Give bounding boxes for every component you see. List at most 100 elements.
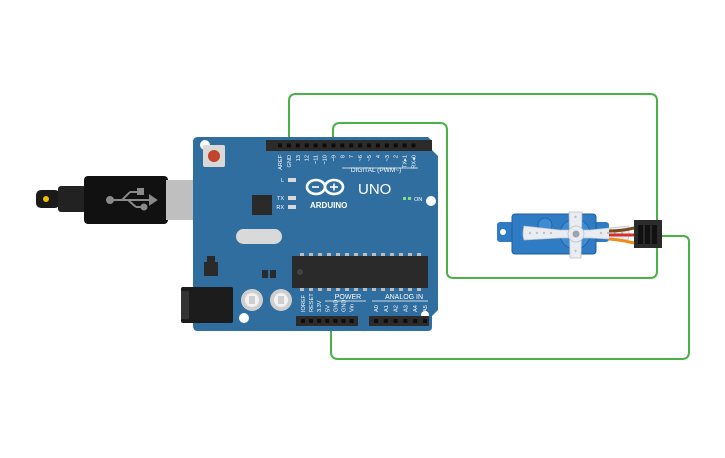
usb-symbol-icon — [106, 188, 158, 211]
header-pin-hole[interactable] — [358, 143, 363, 148]
pin-label: A1 — [384, 305, 390, 312]
chip-pin — [372, 288, 376, 291]
chip-pin — [408, 253, 412, 256]
pin-label: TX▸1 — [403, 155, 409, 168]
chip-pin — [354, 288, 358, 291]
chip-pin — [300, 253, 304, 256]
header-pin-hole[interactable] — [375, 143, 380, 148]
pin-label: 7 — [349, 155, 355, 158]
header-pin-hole[interactable] — [367, 143, 371, 148]
power-header-pins — [301, 319, 354, 323]
pin-label: GND — [333, 300, 339, 312]
header-pin-hole[interactable] — [393, 143, 398, 148]
pin-label: ~5 — [367, 155, 373, 161]
servo-connector-pin — [638, 225, 643, 244]
header-pin-hole[interactable] — [349, 143, 354, 148]
header-pin-hole[interactable] — [393, 319, 398, 323]
pin-label: GND — [342, 300, 348, 312]
chip-pin — [381, 288, 385, 291]
pin-label: RESET — [309, 293, 315, 312]
chip-pin — [309, 288, 313, 291]
pin-label: A3 — [403, 305, 409, 312]
chip-pin — [345, 253, 349, 256]
header-pin-hole[interactable] — [309, 319, 314, 323]
header-pin-hole[interactable] — [383, 319, 388, 323]
led-tx-label: TX — [277, 196, 284, 202]
header-pin-hole[interactable] — [286, 143, 291, 148]
header-pin-hole[interactable] — [349, 319, 354, 323]
mounting-hole — [426, 196, 436, 206]
header-pin-hole[interactable] — [333, 319, 338, 323]
pin-label: A5 — [423, 305, 429, 312]
pin-label: RX◂0 — [412, 155, 418, 169]
usb-interface-chip — [252, 195, 272, 215]
chip-pin — [345, 288, 349, 291]
dc-power-jack[interactable] — [181, 287, 233, 323]
arduino-logo-icon — [305, 178, 345, 196]
header-pin-hole[interactable] — [374, 319, 378, 323]
header-pin-hole[interactable] — [313, 143, 318, 148]
board-model: UNO — [358, 181, 391, 198]
pin-label: 2 — [394, 155, 400, 158]
voltage-regulator — [204, 262, 218, 276]
led-l-label: L — [281, 178, 284, 184]
capacitor — [270, 289, 292, 311]
chip-pin — [372, 253, 376, 256]
reset-button-cap[interactable] — [208, 150, 220, 162]
pin-label: ~11 — [314, 155, 320, 164]
pin-label: ~6 — [358, 155, 364, 161]
chip-pin — [327, 288, 331, 291]
header-pin-hole[interactable] — [423, 319, 427, 323]
header-pin-hole[interactable] — [403, 319, 408, 323]
dc-jack-front — [181, 291, 189, 319]
mounting-hole — [239, 313, 249, 323]
header-pin-hole[interactable] — [317, 319, 322, 323]
header-pin-hole[interactable] — [411, 143, 416, 148]
header-pin-hole[interactable] — [340, 143, 345, 148]
header-pin-hole[interactable] — [322, 143, 327, 148]
pin-label: Vin — [350, 304, 356, 312]
wire-5v-to-servo[interactable] — [330, 235, 690, 360]
led-rx — [288, 205, 296, 209]
on-led — [408, 197, 411, 200]
pin-label: ~3 — [385, 155, 391, 161]
atmega-chip — [292, 256, 428, 288]
digital-header — [266, 140, 432, 151]
pin-label: IOREF — [301, 294, 307, 312]
chip-pin — [327, 253, 331, 256]
chip-pin — [318, 288, 322, 291]
chip-pin — [318, 253, 322, 256]
header-pin-hole[interactable] — [304, 143, 309, 148]
capacitor — [241, 289, 263, 311]
header-pin-hole[interactable] — [384, 143, 389, 148]
pin-label: 4 — [376, 155, 382, 158]
servo-motor[interactable] — [497, 211, 662, 259]
header-pin-hole[interactable] — [325, 319, 330, 323]
header-pin-hole[interactable] — [301, 319, 305, 323]
led-tx — [288, 196, 296, 200]
digital-header-pins — [278, 143, 416, 148]
wire-pin9-to-servo[interactable] — [332, 122, 658, 279]
chip-pin — [354, 253, 358, 256]
led-l — [288, 178, 296, 182]
header-pin-hole[interactable] — [295, 143, 300, 148]
header-pin-hole[interactable] — [413, 319, 418, 323]
chip-pin — [381, 253, 385, 256]
header-pin-hole[interactable] — [341, 319, 346, 323]
header-pin-hole[interactable] — [402, 143, 407, 148]
chip-pin — [390, 253, 394, 256]
chip-pin — [408, 288, 412, 291]
header-pin-hole[interactable] — [278, 143, 282, 148]
board-brand: ARDUINO — [310, 201, 347, 210]
servo-connector-pin — [645, 225, 650, 244]
smd-component — [262, 270, 268, 278]
chip-pin — [390, 288, 394, 291]
pin-label: AREF — [278, 154, 284, 170]
digital-header-label: DIGITAL (PWM~) — [351, 167, 401, 174]
chip-pin — [309, 253, 313, 256]
header-pin-hole[interactable] — [331, 143, 336, 148]
